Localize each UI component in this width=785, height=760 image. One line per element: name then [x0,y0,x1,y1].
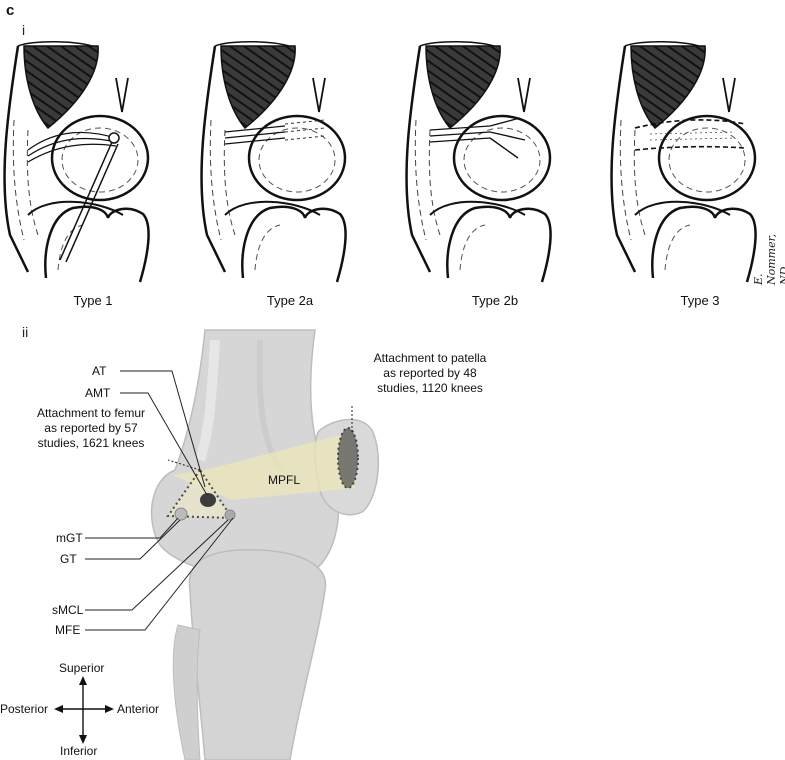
knee-type-2b [405,40,552,284]
femur-caption-line-2: as reported by 57 [44,421,138,435]
type-3-label: Type 3 [680,293,720,308]
orientation-cross [54,676,114,744]
label-gt: GT [60,552,77,566]
patella-caption-line-1: Attachment to patella [373,351,487,365]
mpfl-band [172,432,355,500]
patella-caption-line-3: studies, 1120 knees [377,381,483,395]
type-1-label: Type 1 [73,293,113,308]
type-2b-label: Type 2b [471,293,519,308]
tibia-model [172,549,327,760]
femur-attachment-spot [200,493,216,507]
patella-attachment-caption: Attachment to patella as reported by 48 … [355,351,505,396]
orientation-superior: Superior [59,661,105,675]
patella-caption-line-2: as reported by 48 [383,366,477,380]
label-mgt: mGT [56,531,83,545]
label-amt: AMT [85,386,111,400]
orientation-posterior: Posterior [0,702,49,716]
knee-type-1 [3,40,150,284]
panel-letter: c [6,2,15,19]
femur-attachment-caption: Attachment to femur as reported by 57 st… [16,406,166,451]
label-mpfl: MPFL [268,473,301,487]
knee-type-3 [610,40,757,284]
label-at: AT [92,364,107,378]
label-mfe: MFE [55,623,81,637]
orientation-inferior: Inferior [60,744,98,758]
patella-attachment-zone [337,427,359,489]
femur-caption-line-3: studies, 1621 knees [37,436,145,450]
femur-attachment-zone [166,468,234,520]
label-smcl: sMCL [52,603,84,617]
subpanel-ii-label: ii [22,324,29,340]
subpanel-i-label: i [22,22,26,38]
knee-type-2a [200,40,347,284]
orientation-anterior: Anterior [117,702,160,716]
femur-caption-line-1: Attachment to femur [36,406,146,420]
artist-signature: E. Nommer, ND [752,233,785,285]
type-2a-label: Type 2a [266,293,314,308]
